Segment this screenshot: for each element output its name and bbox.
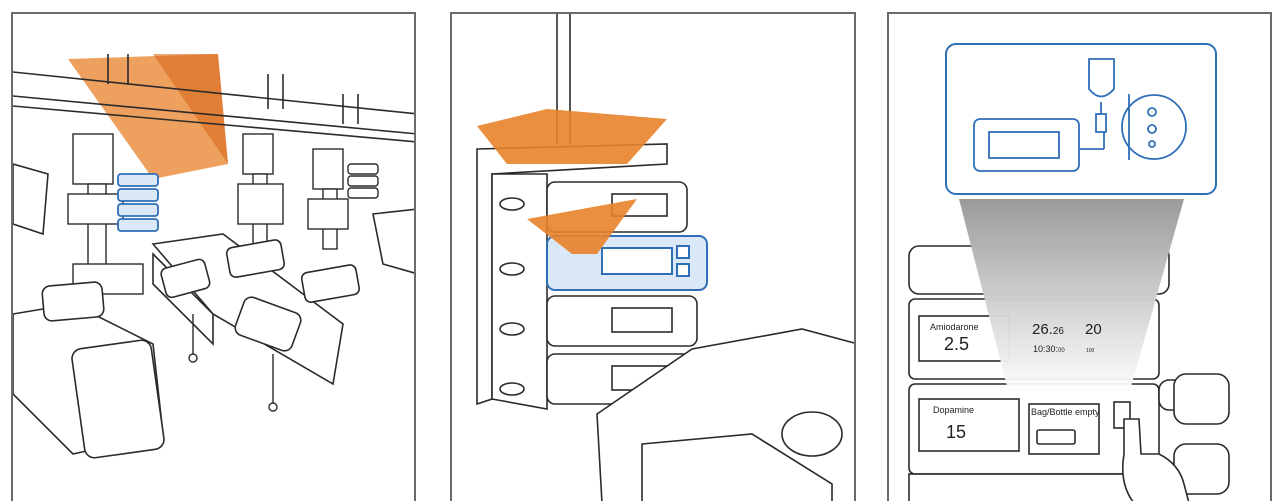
drip-sensor-icon — [1122, 94, 1186, 160]
limit-value: 20 — [1085, 321, 1102, 338]
time-small: 00 — [1058, 348, 1065, 354]
ward-illustration — [13, 14, 416, 501]
drug-label-bottom: Dopamine — [933, 405, 974, 415]
alarm-message: Bag/Bottle empty — [1031, 407, 1100, 417]
drug-label-top: Amiodarone — [930, 322, 979, 332]
volume-value: 26.26 — [1032, 321, 1064, 338]
time-main: 10:30: — [1033, 344, 1058, 354]
volume-main: 26. — [1032, 321, 1053, 338]
infusion-pump-icon — [118, 174, 158, 231]
time-value: 10:30:00 — [1033, 344, 1065, 354]
rate-value-bottom: 15 — [946, 422, 966, 443]
panel-ward-overview — [11, 12, 416, 501]
pump-stack-right — [348, 164, 378, 198]
unit-small: 100 — [1086, 348, 1094, 354]
panel-pump-detail: Amiodarone 2.5 26.26 20 10:30:00 100 Dop… — [887, 12, 1272, 501]
volume-small: 26 — [1053, 326, 1064, 337]
panel-pump-rack — [450, 12, 856, 501]
pump-rack-illustration — [452, 14, 856, 501]
rate-value-top: 2.5 — [944, 334, 969, 355]
